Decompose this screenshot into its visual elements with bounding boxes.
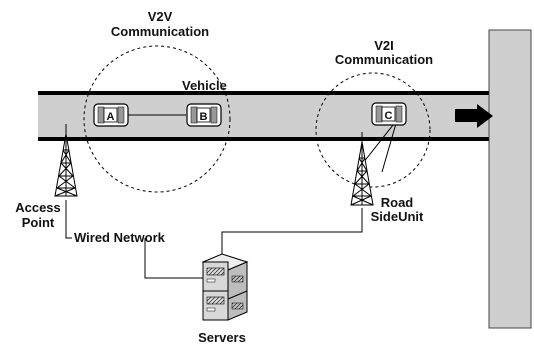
access-point-label-line2: Point	[22, 215, 55, 230]
vehicle-c: C	[371, 102, 407, 126]
v2i-label-line1: V2I	[374, 38, 394, 53]
vehicle-b: B	[186, 103, 222, 127]
vehicle-c-letter: C	[385, 110, 393, 122]
servers-icon	[201, 253, 249, 321]
vertical-road	[488, 29, 532, 329]
v2v-label-line1: V2V	[148, 9, 173, 24]
v2i-link-1	[362, 119, 398, 164]
wired-link-access-point	[65, 200, 72, 239]
road-side-unit-label-line2: SideUnit	[371, 209, 424, 224]
servers-label: Servers	[198, 330, 246, 345]
road-side-unit-tower-icon	[350, 132, 374, 206]
v2v-range-circle	[83, 45, 231, 193]
wired-link-to-servers	[144, 238, 203, 279]
v2i-link-2	[381, 119, 398, 173]
wired-link-road-side-unit	[221, 208, 363, 266]
v2i-label-line2: Communication	[335, 52, 433, 67]
wired-network-label: Wired Network	[74, 230, 166, 245]
road-side-unit-label-line1: Road	[381, 195, 414, 210]
vehicle-b-letter: B	[200, 111, 208, 123]
v2v-label-line2: Communication	[111, 24, 209, 39]
vehicle-a: A	[93, 103, 129, 127]
vehicle-a-letter: A	[107, 111, 115, 123]
road	[38, 29, 532, 329]
v2i-range-circle	[315, 72, 431, 188]
direction-arrow-icon	[455, 104, 493, 128]
vehicle-label: Vehicle	[182, 78, 227, 93]
access-point-tower-icon	[54, 124, 78, 197]
access-point-label-line1: Access	[15, 200, 61, 215]
